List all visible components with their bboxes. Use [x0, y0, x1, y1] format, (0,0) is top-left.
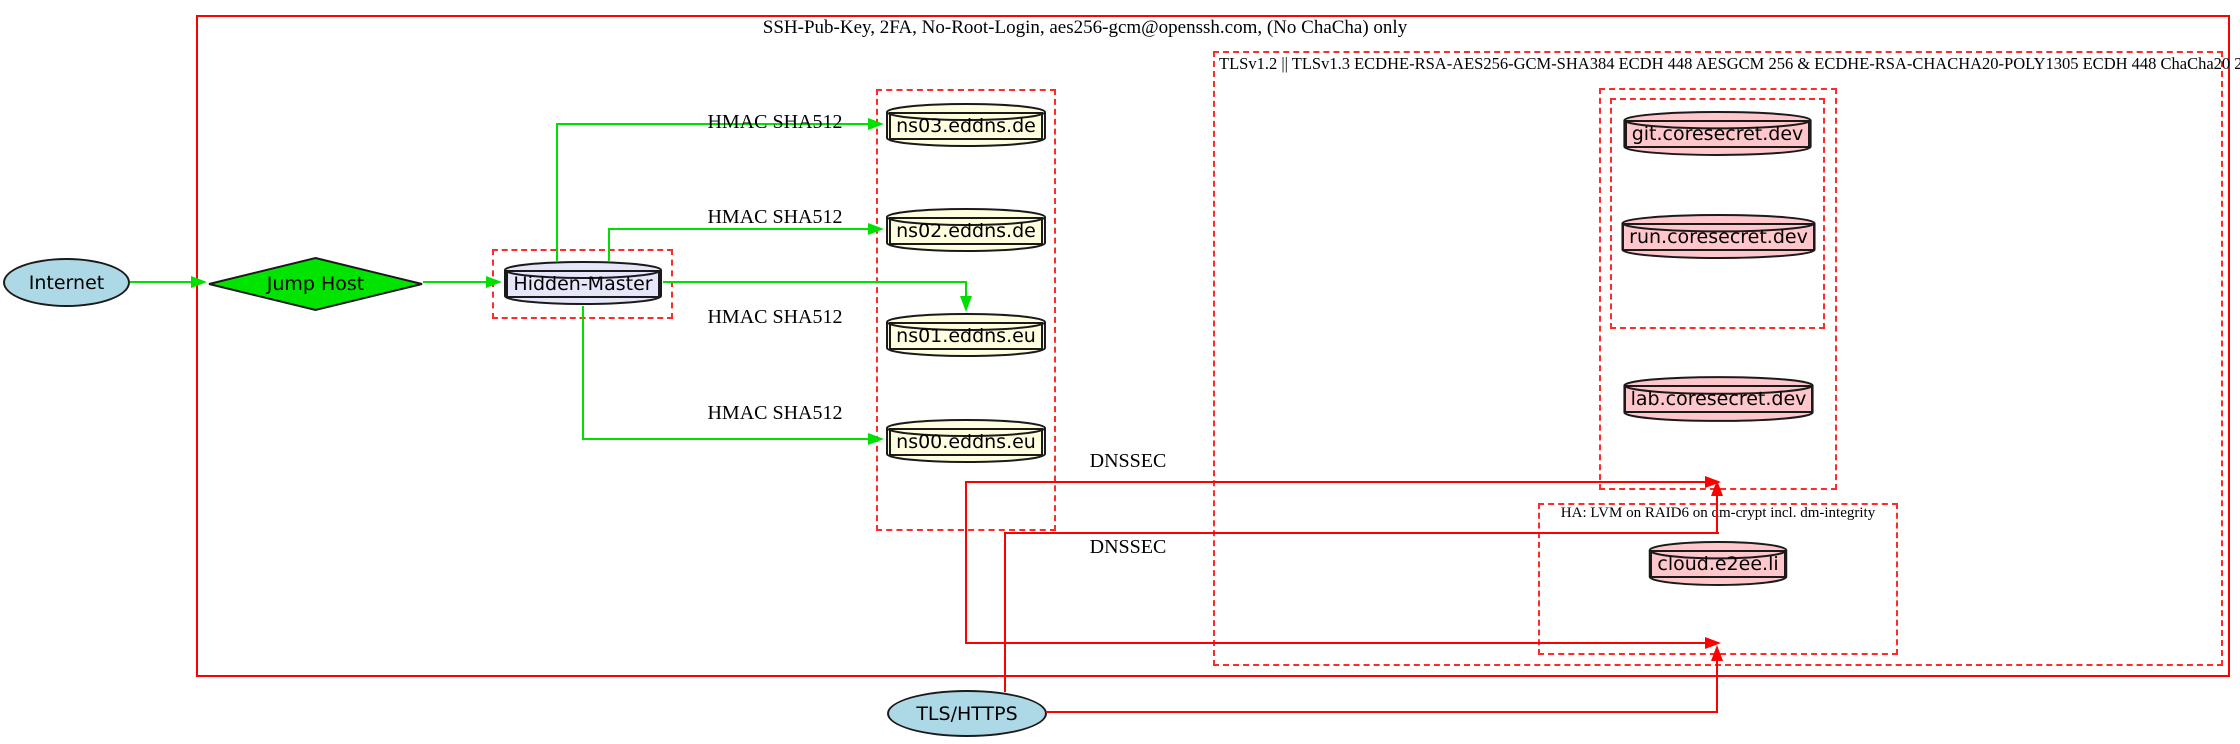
node-ns02: ns02.eddns.de [885, 207, 1047, 253]
node-cloud-e2ee: cloud.e2ee.li [1648, 540, 1788, 587]
node-ns03-label: ns03.eddns.de [889, 112, 1043, 140]
cylinder-shape [1648, 540, 1788, 587]
arrowhead-into-ns02 [868, 223, 884, 235]
cylinder-shape [1622, 375, 1815, 423]
edge-hm-ns00-horizontal [582, 438, 870, 440]
node-git-coresecret: git.coresecret.dev [1622, 110, 1813, 157]
edge-dnssec-shared-vertical [965, 481, 967, 644]
edge-hm-ns00-vertical [582, 306, 584, 440]
arrowhead-into-ns00 [868, 433, 884, 445]
cluster-ssh-label: SSH-Pub-Key, 2FA, No-Root-Login, aes256-… [762, 17, 1408, 38]
node-jump-host-label: Jump Host [266, 273, 365, 295]
edge-tls-ha-horizontal [1046, 711, 1718, 713]
arrowhead-into-jumphost [191, 276, 207, 288]
node-ns00: ns00.eddns.eu [885, 418, 1047, 464]
arrowhead-into-ns03 [868, 118, 884, 130]
edge-dnssec-ha-horizontal [965, 642, 1706, 644]
cylinder-shape [885, 418, 1047, 464]
edge-hm-ns02-vertical [608, 228, 610, 261]
cylinder-shape [885, 102, 1047, 148]
arrowhead-into-ns01 [960, 296, 972, 312]
node-jump-host: Jump Host [208, 257, 423, 311]
node-git-label: git.coresecret.dev [1624, 120, 1811, 148]
node-hidden-master: Hidden-Master [503, 260, 663, 306]
node-tls-https-label: TLS/HTTPS [916, 702, 1018, 725]
edge-dnssec-coresecret-horizontal [965, 481, 1706, 483]
node-ns02-label: ns02.eddns.de [889, 217, 1043, 245]
node-hidden-master-label: Hidden-Master [506, 270, 660, 298]
node-ns01-label: ns01.eddns.eu [889, 322, 1043, 350]
edge-hm-ns01-horizontal [663, 281, 967, 283]
node-ns03: ns03.eddns.de [885, 102, 1047, 148]
edge-label-hmac-ns01: HMAC SHA512 [707, 306, 843, 328]
cylinder-shape [885, 207, 1047, 253]
edge-label-hmac-ns02: HMAC SHA512 [707, 206, 843, 228]
edge-hm-ns02-horizontal [608, 228, 870, 230]
node-tls-https: TLS/HTTPS [887, 690, 1047, 737]
edge-label-hmac-ns03: HMAC SHA512 [707, 111, 843, 133]
edge-tls-coresecret-vertical-up [1716, 495, 1718, 534]
node-internet-label: Internet [28, 271, 105, 294]
arrowhead-tls-into-ha [1711, 645, 1723, 661]
cluster-ssh-box [196, 15, 2230, 677]
cylinder-shape [1622, 110, 1813, 157]
edge-label-hmac-ns00: HMAC SHA512 [707, 402, 843, 424]
node-lab-coresecret: lab.coresecret.dev [1622, 375, 1815, 423]
edge-tls-coresecret-vertical-from-ellipse [1004, 533, 1006, 692]
edge-internet-jumphost [130, 281, 192, 283]
node-ns01: ns01.eddns.eu [885, 312, 1047, 358]
edge-hm-ns03-horizontal [556, 123, 870, 125]
cylinder-shape [503, 260, 663, 306]
cluster-tls-box [1213, 51, 2223, 666]
node-run-coresecret: run.coresecret.dev [1620, 213, 1817, 260]
edge-label-dnssec-top: DNSSEC [1089, 450, 1167, 472]
arrowhead-tls-into-coresecret [1711, 480, 1723, 496]
edge-jumphost-hiddenmaster [423, 281, 487, 283]
cluster-tls-label: TLSv1.2 || TLSv1.3 ECDHE-RSA-AES256-GCM-… [1219, 54, 2240, 73]
node-ns00-label: ns00.eddns.eu [889, 428, 1043, 456]
node-internet: Internet [3, 258, 130, 307]
cluster-ha-label: HA: LVM on RAID6 on dm-crypt incl. dm-in… [1560, 505, 1876, 521]
cylinder-shape [885, 312, 1047, 358]
edge-hm-ns03-vertical [556, 123, 558, 261]
edge-tls-ha-vertical-up [1716, 660, 1718, 713]
node-cloud-label: cloud.e2ee.li [1650, 550, 1786, 578]
diamond-shape [208, 257, 423, 311]
arrowhead-into-hiddenmaster [486, 276, 502, 288]
edge-tls-coresecret-horizontal [1004, 532, 1719, 534]
edge-hm-ns01-vertical [965, 281, 967, 297]
cluster-coresecret-inner-box [1610, 98, 1825, 329]
node-lab-label: lab.coresecret.dev [1623, 385, 1814, 413]
node-run-label: run.coresecret.dev [1622, 223, 1815, 251]
edge-label-dnssec-bottom: DNSSEC [1089, 536, 1167, 558]
